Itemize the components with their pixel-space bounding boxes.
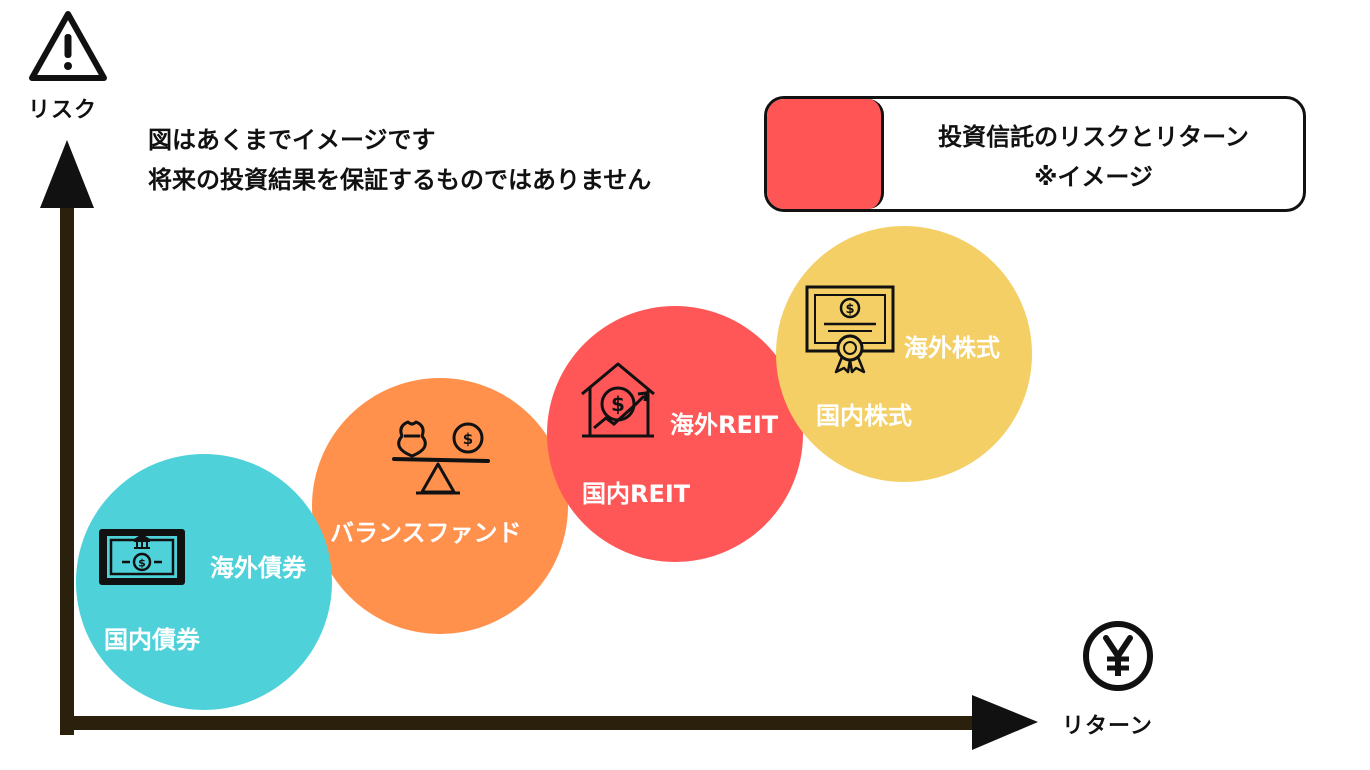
x-axis-arrowhead <box>972 695 1038 750</box>
label-domestic-bonds: 国内債券 <box>104 626 200 654</box>
certificate-icon: $ <box>805 285 895 374</box>
svg-text:$: $ <box>138 557 146 570</box>
house-dollar-icon: $ <box>581 362 655 438</box>
warning-icon <box>29 11 107 81</box>
y-axis-arrowhead <box>40 140 94 208</box>
disclaimer-line-2: 将来の投資結果を保証するものではありません <box>148 166 652 194</box>
x-axis-line <box>60 716 975 730</box>
legend-text: 投資信託のリスクとリターン ※イメージ <box>884 117 1303 197</box>
balance-scale-icon: $ <box>392 420 490 495</box>
y-axis-line <box>60 205 74 735</box>
label-balanced-fund: バランスファンド <box>330 519 522 547</box>
svg-text:$: $ <box>463 430 473 448</box>
legend-note: ※イメージ <box>1034 163 1153 191</box>
label-foreign-reit: 海外REIT <box>670 411 779 439</box>
label-foreign-bonds: 海外債券 <box>210 554 306 582</box>
label-foreign-stocks: 海外株式 <box>904 334 1000 362</box>
bubble-balanced-fund <box>312 378 568 634</box>
banknote-icon: $ <box>99 529 185 585</box>
legend-swatch <box>767 99 884 209</box>
yen-icon <box>1083 621 1153 691</box>
bubble-stocks <box>776 226 1032 482</box>
legend-title: 投資信託のリスクとリターン <box>938 123 1249 151</box>
legend-box: 投資信託のリスクとリターン ※イメージ <box>764 96 1306 212</box>
disclaimer-line-1: 図はあくまでイメージです <box>148 126 436 154</box>
x-axis-label: リターン <box>1062 714 1153 739</box>
label-domestic-stocks: 国内株式 <box>816 402 912 430</box>
svg-text:$: $ <box>845 302 854 317</box>
svg-text:$: $ <box>611 392 625 416</box>
y-axis-label: リスク <box>28 98 98 123</box>
label-domestic-reit: 国内REIT <box>582 480 691 508</box>
